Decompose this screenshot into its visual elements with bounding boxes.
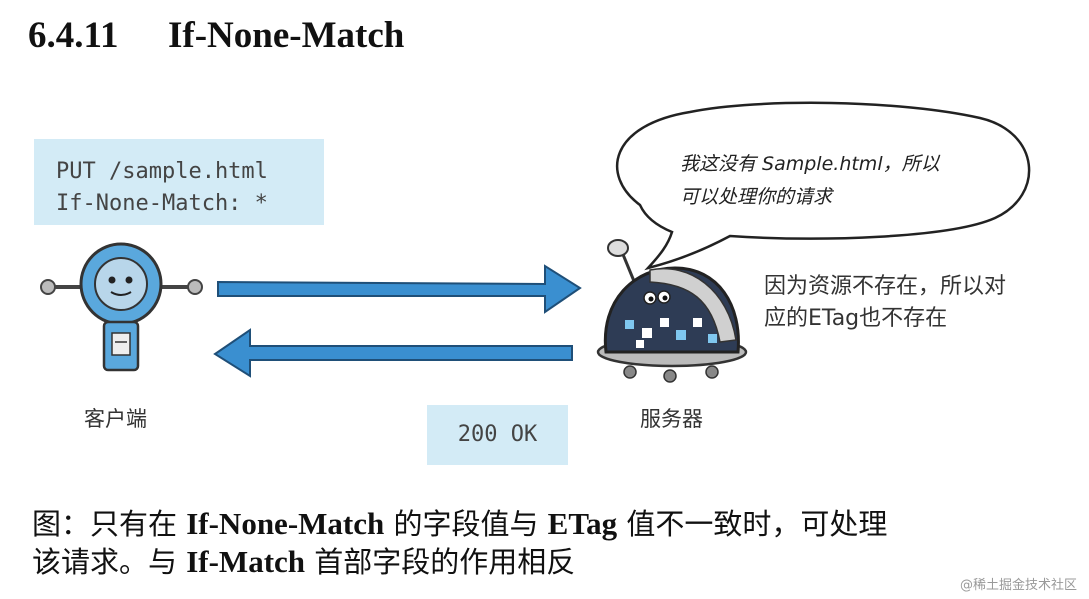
watermark: @稀土掘金技术社区	[959, 578, 1077, 593]
speech-line-1: 我这没有 Sample.html，所以	[680, 153, 940, 175]
server-label: 服务器	[640, 407, 703, 431]
caption-bold: ETag	[547, 506, 618, 541]
server-note-line-2: 应的ETag也不存在	[764, 306, 948, 331]
request-arrow	[217, 264, 582, 314]
response-status: 200 OK	[457, 422, 538, 447]
speech-bubble	[615, 101, 1031, 271]
caption-text: 图：只有在	[32, 507, 187, 541]
server-note-line-1: 因为资源不存在，所以对	[764, 274, 1007, 299]
caption-text: 首部字段的作用相反	[305, 545, 576, 579]
server-note: 因为资源不存在，所以对 应的ETag也不存在	[764, 271, 1006, 335]
response-arrow	[213, 328, 573, 378]
section-title: If-None-Match	[168, 15, 405, 56]
caption-bold: If-None-Match	[186, 506, 385, 541]
caption-bold: If-Match	[186, 544, 306, 579]
caption-line-1: 图：只有在 If-None-Match 的字段值与 ETag 值不一致时，可处理	[32, 505, 887, 543]
client-label: 客户端	[84, 407, 147, 431]
request-header: If-None-Match: *	[56, 191, 268, 216]
speech-line-2: 可以处理你的请求	[680, 186, 833, 208]
response-box: 200 OK	[427, 405, 568, 465]
server-robot-icon	[596, 239, 748, 383]
request-box: PUT /sample.html If-None-Match: *	[34, 139, 324, 225]
figure-caption: 图：只有在 If-None-Match 的字段值与 ETag 值不一致时，可处理…	[32, 505, 887, 581]
section-number: 6.4.11	[28, 15, 119, 56]
speech-bubble-text: 我这没有 Sample.html，所以 可以处理你的请求	[680, 148, 940, 214]
caption-text: 值不一致时，可处理	[617, 507, 888, 541]
request-line: PUT /sample.html	[56, 159, 268, 184]
caption-text: 该请求。与	[32, 545, 187, 579]
caption-text: 的字段值与	[384, 507, 548, 541]
caption-line-2: 该请求。与 If-Match 首部字段的作用相反	[32, 543, 887, 581]
section-heading: 6.4.11 If-None-Match	[28, 14, 404, 57]
client-robot-icon	[40, 242, 203, 372]
